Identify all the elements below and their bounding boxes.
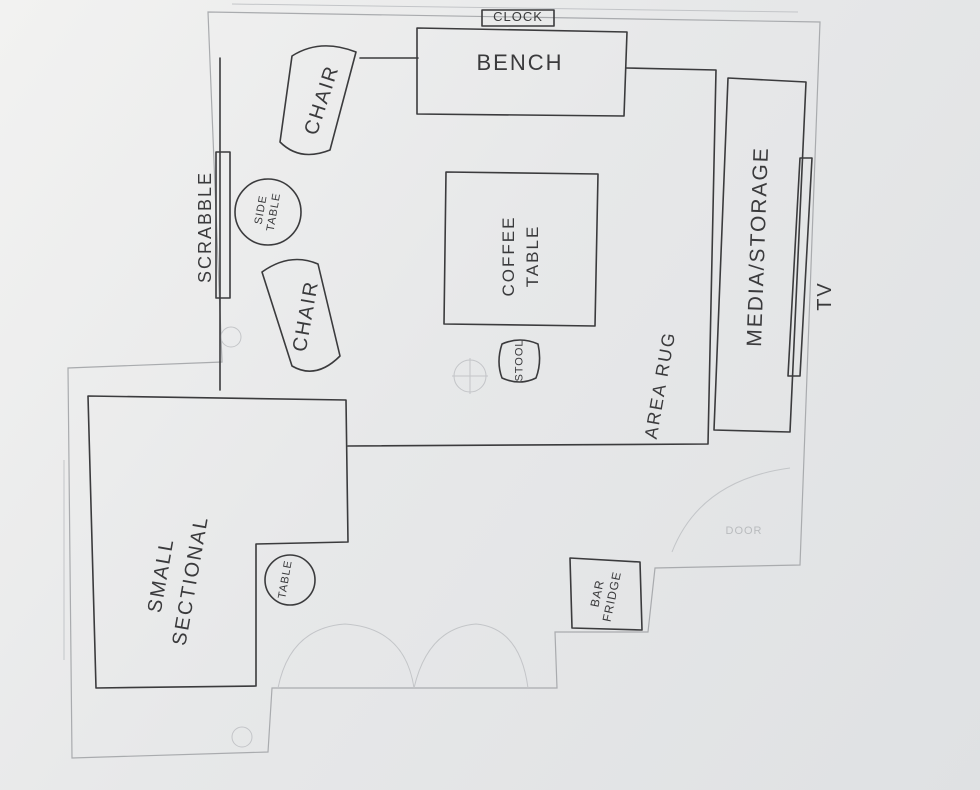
chair-top [279, 45, 357, 156]
small-sectional [87, 395, 349, 689]
coffee-table-label-line1: COFFEE [499, 215, 518, 297]
room-walls [219, 57, 717, 447]
media-storage-unit [713, 77, 807, 433]
room-outline-pencil [63, 3, 821, 759]
bar-fridge [569, 557, 643, 631]
stool [498, 339, 541, 383]
tv-label: TV [814, 281, 836, 311]
small-table [264, 554, 316, 606]
chair-bottom [261, 258, 341, 372]
coffee-table-label: COFFEE TABLE [497, 181, 545, 331]
scrabble-label: SCRABBLE [195, 170, 215, 284]
clock [481, 9, 555, 27]
door-label: DOOR [725, 525, 763, 537]
scrabble-board [215, 151, 231, 299]
coffee-table [443, 171, 599, 327]
tv [787, 157, 813, 377]
stool-label: STOOL [513, 339, 526, 382]
bench [416, 27, 628, 117]
clock-label: CLOCK [493, 9, 543, 24]
side-table [234, 178, 302, 246]
bench-label: BENCH [476, 50, 564, 75]
coffee-table-label-line2: TABLE [523, 224, 542, 288]
